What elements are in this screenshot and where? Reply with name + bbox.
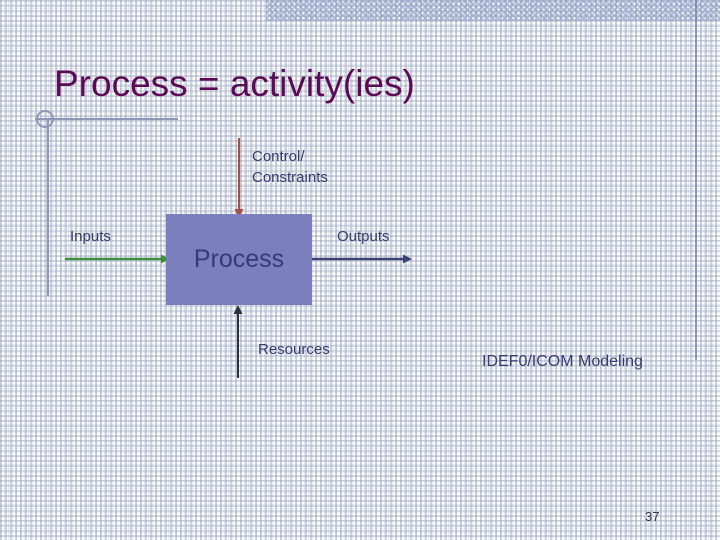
idef0-icom-modeling-caption: IDEF0/ICOM Modeling [482,353,643,370]
top-hatched-band [266,0,720,19]
outputs-label: Outputs [337,228,390,245]
title-vertical-decoration [47,118,49,296]
top-band-underline [266,19,720,21]
control-label-line1: Control/ [252,148,305,165]
process-box [166,214,312,305]
resources-label: Resources [258,341,330,358]
right-vertical-rule [695,0,697,360]
page-title: Process = activity(ies) [54,63,415,104]
title-underline-decoration [35,118,178,120]
process-box-label: Process [193,245,285,273]
control-constraints-label: Control/ Constraints [252,146,328,188]
page-number: 37 [645,509,660,524]
inputs-label: Inputs [70,228,111,245]
control-label-line2: Constraints [252,169,328,186]
title-circle-decoration [36,110,54,128]
